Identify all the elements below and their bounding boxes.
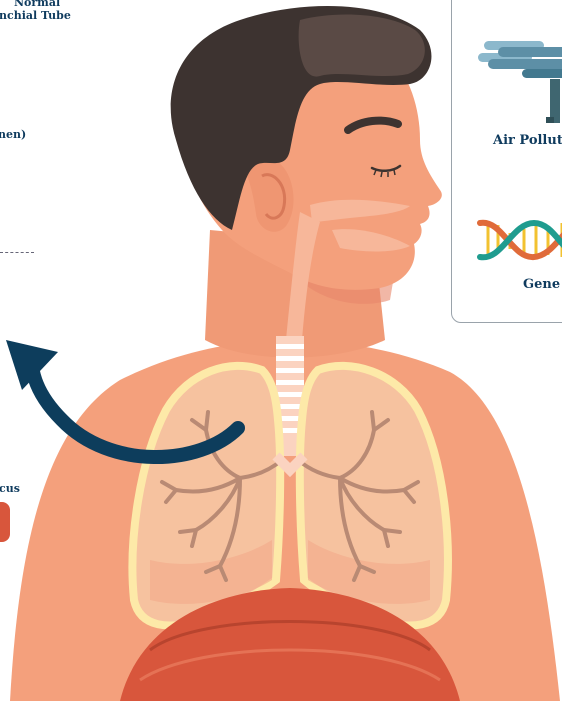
respiratory-illustration xyxy=(0,0,562,701)
